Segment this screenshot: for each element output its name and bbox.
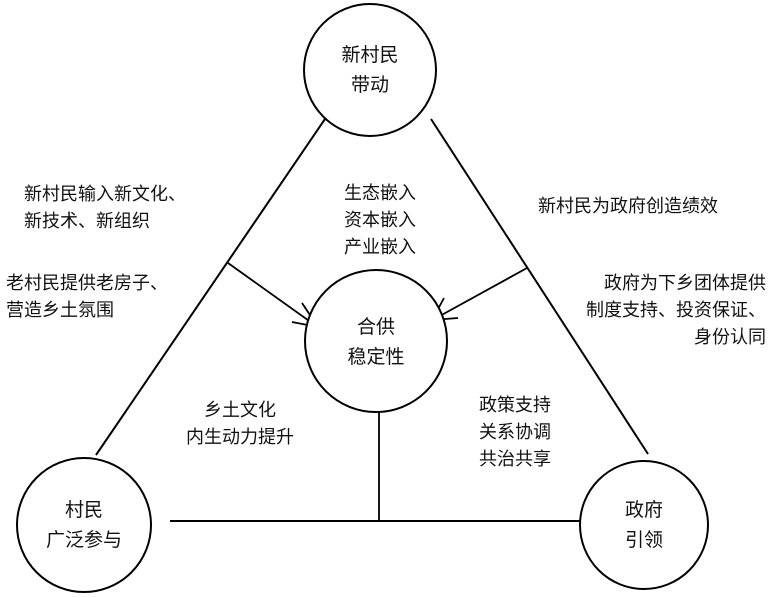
label-new-villagers-input: 新村民输入新文化、 新技术、新组织 bbox=[24, 181, 186, 235]
node-center-line2: 稳定性 bbox=[347, 346, 405, 368]
label-government-support-line3: 身份认同 bbox=[694, 327, 766, 348]
label-new-villagers-input-line1: 新村民输入新文化、 bbox=[24, 184, 186, 205]
node-bottom-left-circle bbox=[16, 457, 152, 593]
label-rural-culture-line2: 内生动力提升 bbox=[186, 427, 294, 448]
node-top-label: 新村民 带动 bbox=[320, 40, 420, 100]
label-rural-culture-line1: 乡土文化 bbox=[204, 400, 276, 421]
label-government-support-line1: 政府为下乡团体提供 bbox=[604, 273, 766, 294]
label-rural-culture: 乡土文化 内生动力提升 bbox=[180, 397, 300, 451]
label-old-villagers-line1: 老村民提供老房子、 bbox=[6, 273, 168, 294]
node-center-circle bbox=[304, 269, 448, 413]
label-embedding-line1: 生态嵌入 bbox=[344, 183, 416, 204]
label-old-villagers: 老村民提供老房子、 营造乡土氛围 bbox=[6, 270, 168, 324]
label-policy-line1: 政策支持 bbox=[479, 395, 551, 416]
label-new-villagers-input-line2: 新技术、新组织 bbox=[24, 211, 150, 232]
node-top-line1: 新村民 bbox=[341, 44, 399, 66]
label-policy-line3: 共治共享 bbox=[479, 449, 551, 470]
node-center-label: 合供 稳定性 bbox=[326, 312, 426, 372]
node-top-circle bbox=[303, 3, 437, 137]
edge-top-to-bottom-left bbox=[95, 118, 326, 456]
label-policy: 政策支持 关系协调 共治共享 bbox=[465, 392, 565, 473]
label-embedding-line3: 产业嵌入 bbox=[344, 237, 416, 258]
arrow-right-to-center bbox=[437, 267, 528, 318]
node-bottom-right-line2: 引领 bbox=[624, 529, 663, 551]
node-bottom-left-line1: 村民 bbox=[64, 499, 103, 521]
label-old-villagers-line2: 营造乡土氛围 bbox=[6, 300, 114, 321]
node-top-line2: 带动 bbox=[350, 74, 389, 96]
label-embedding: 生态嵌入 资本嵌入 产业嵌入 bbox=[330, 180, 430, 261]
node-bottom-left-line2: 广泛参与 bbox=[45, 529, 122, 551]
node-bottom-right-circle bbox=[579, 460, 709, 590]
label-performance: 新村民为政府创造绩效 bbox=[538, 193, 718, 220]
edge-top-to-bottom-right bbox=[430, 118, 649, 455]
arrow-left-to-center bbox=[227, 262, 313, 324]
node-bottom-right-line1: 政府 bbox=[624, 499, 663, 521]
node-bottom-left-label: 村民 广泛参与 bbox=[34, 495, 134, 555]
label-embedding-line2: 资本嵌入 bbox=[344, 210, 416, 231]
label-performance-line1: 新村民为政府创造绩效 bbox=[538, 196, 718, 217]
node-bottom-right-label: 政府 引领 bbox=[594, 495, 694, 555]
node-center-line1: 合供 bbox=[356, 316, 395, 338]
label-policy-line2: 关系协调 bbox=[479, 422, 551, 443]
label-government-support: 政府为下乡团体提供 制度支持、投资保证、 身份认同 bbox=[540, 270, 766, 351]
label-government-support-line2: 制度支持、投资保证、 bbox=[586, 300, 766, 321]
